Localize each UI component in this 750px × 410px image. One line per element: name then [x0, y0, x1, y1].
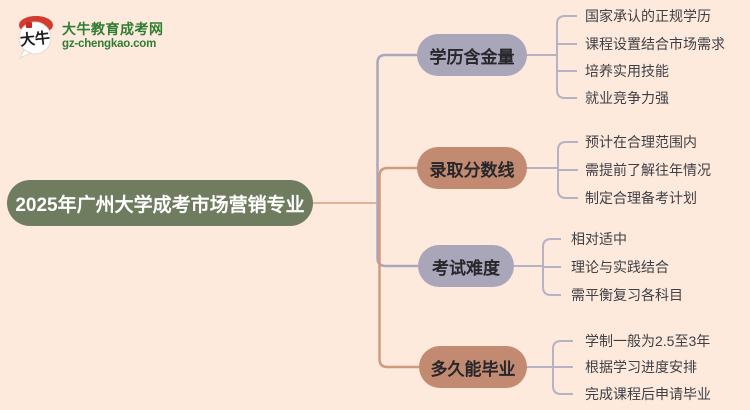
child-item: 培养实用技能: [585, 63, 669, 79]
branch-node-admission-score: 录取分数线: [417, 147, 527, 189]
logo-icon-text: 大牛: [19, 28, 51, 49]
child-item: 课程设置结合市场需求: [585, 36, 725, 52]
child-item: 学制一般为2.5至3年: [585, 333, 711, 349]
branch-node-graduation-time: 多久能毕业: [419, 346, 527, 388]
child-item: 国家承认的正规学历: [585, 8, 711, 24]
branch4-connector: [378, 203, 419, 369]
branch-node-degree-value: 学历含金量: [417, 34, 527, 76]
dainiu-speech-bubble-icon: 大牛: [18, 16, 53, 59]
child-item: 需提前了解往年情况: [585, 162, 711, 178]
child-item: 完成课程后申请毕业: [585, 386, 711, 402]
child-item: 制定合理备考计划: [585, 190, 697, 206]
branch1-connector: [376, 53, 417, 203]
branch-node-exam-difficulty: 考试难度: [418, 245, 514, 287]
site-logo: 大牛 大牛教育成考网 gz-chengkao.com: [14, 12, 164, 59]
logo-text-block: 大牛教育成考网 gz-chengkao.com: [62, 21, 164, 51]
branch2-connector: [378, 166, 417, 203]
child-brackets: [514, 15, 578, 395]
child-item: 理论与实践结合: [571, 259, 669, 275]
child-item: 预计在合理范围内: [585, 134, 697, 150]
child-item: 就业竞争力强: [585, 90, 669, 106]
branch3-connector: [376, 203, 418, 268]
child-item: 需平衡复习各科目: [571, 287, 683, 303]
child-item: 根据学习进度安排: [585, 359, 697, 375]
logo-domain: gz-chengkao.com: [62, 37, 157, 50]
logo-title: 大牛教育成考网: [62, 20, 164, 37]
root-node: 2025年广州大学成考市场营销专业: [7, 180, 313, 226]
child-item: 相对适中: [571, 231, 627, 247]
